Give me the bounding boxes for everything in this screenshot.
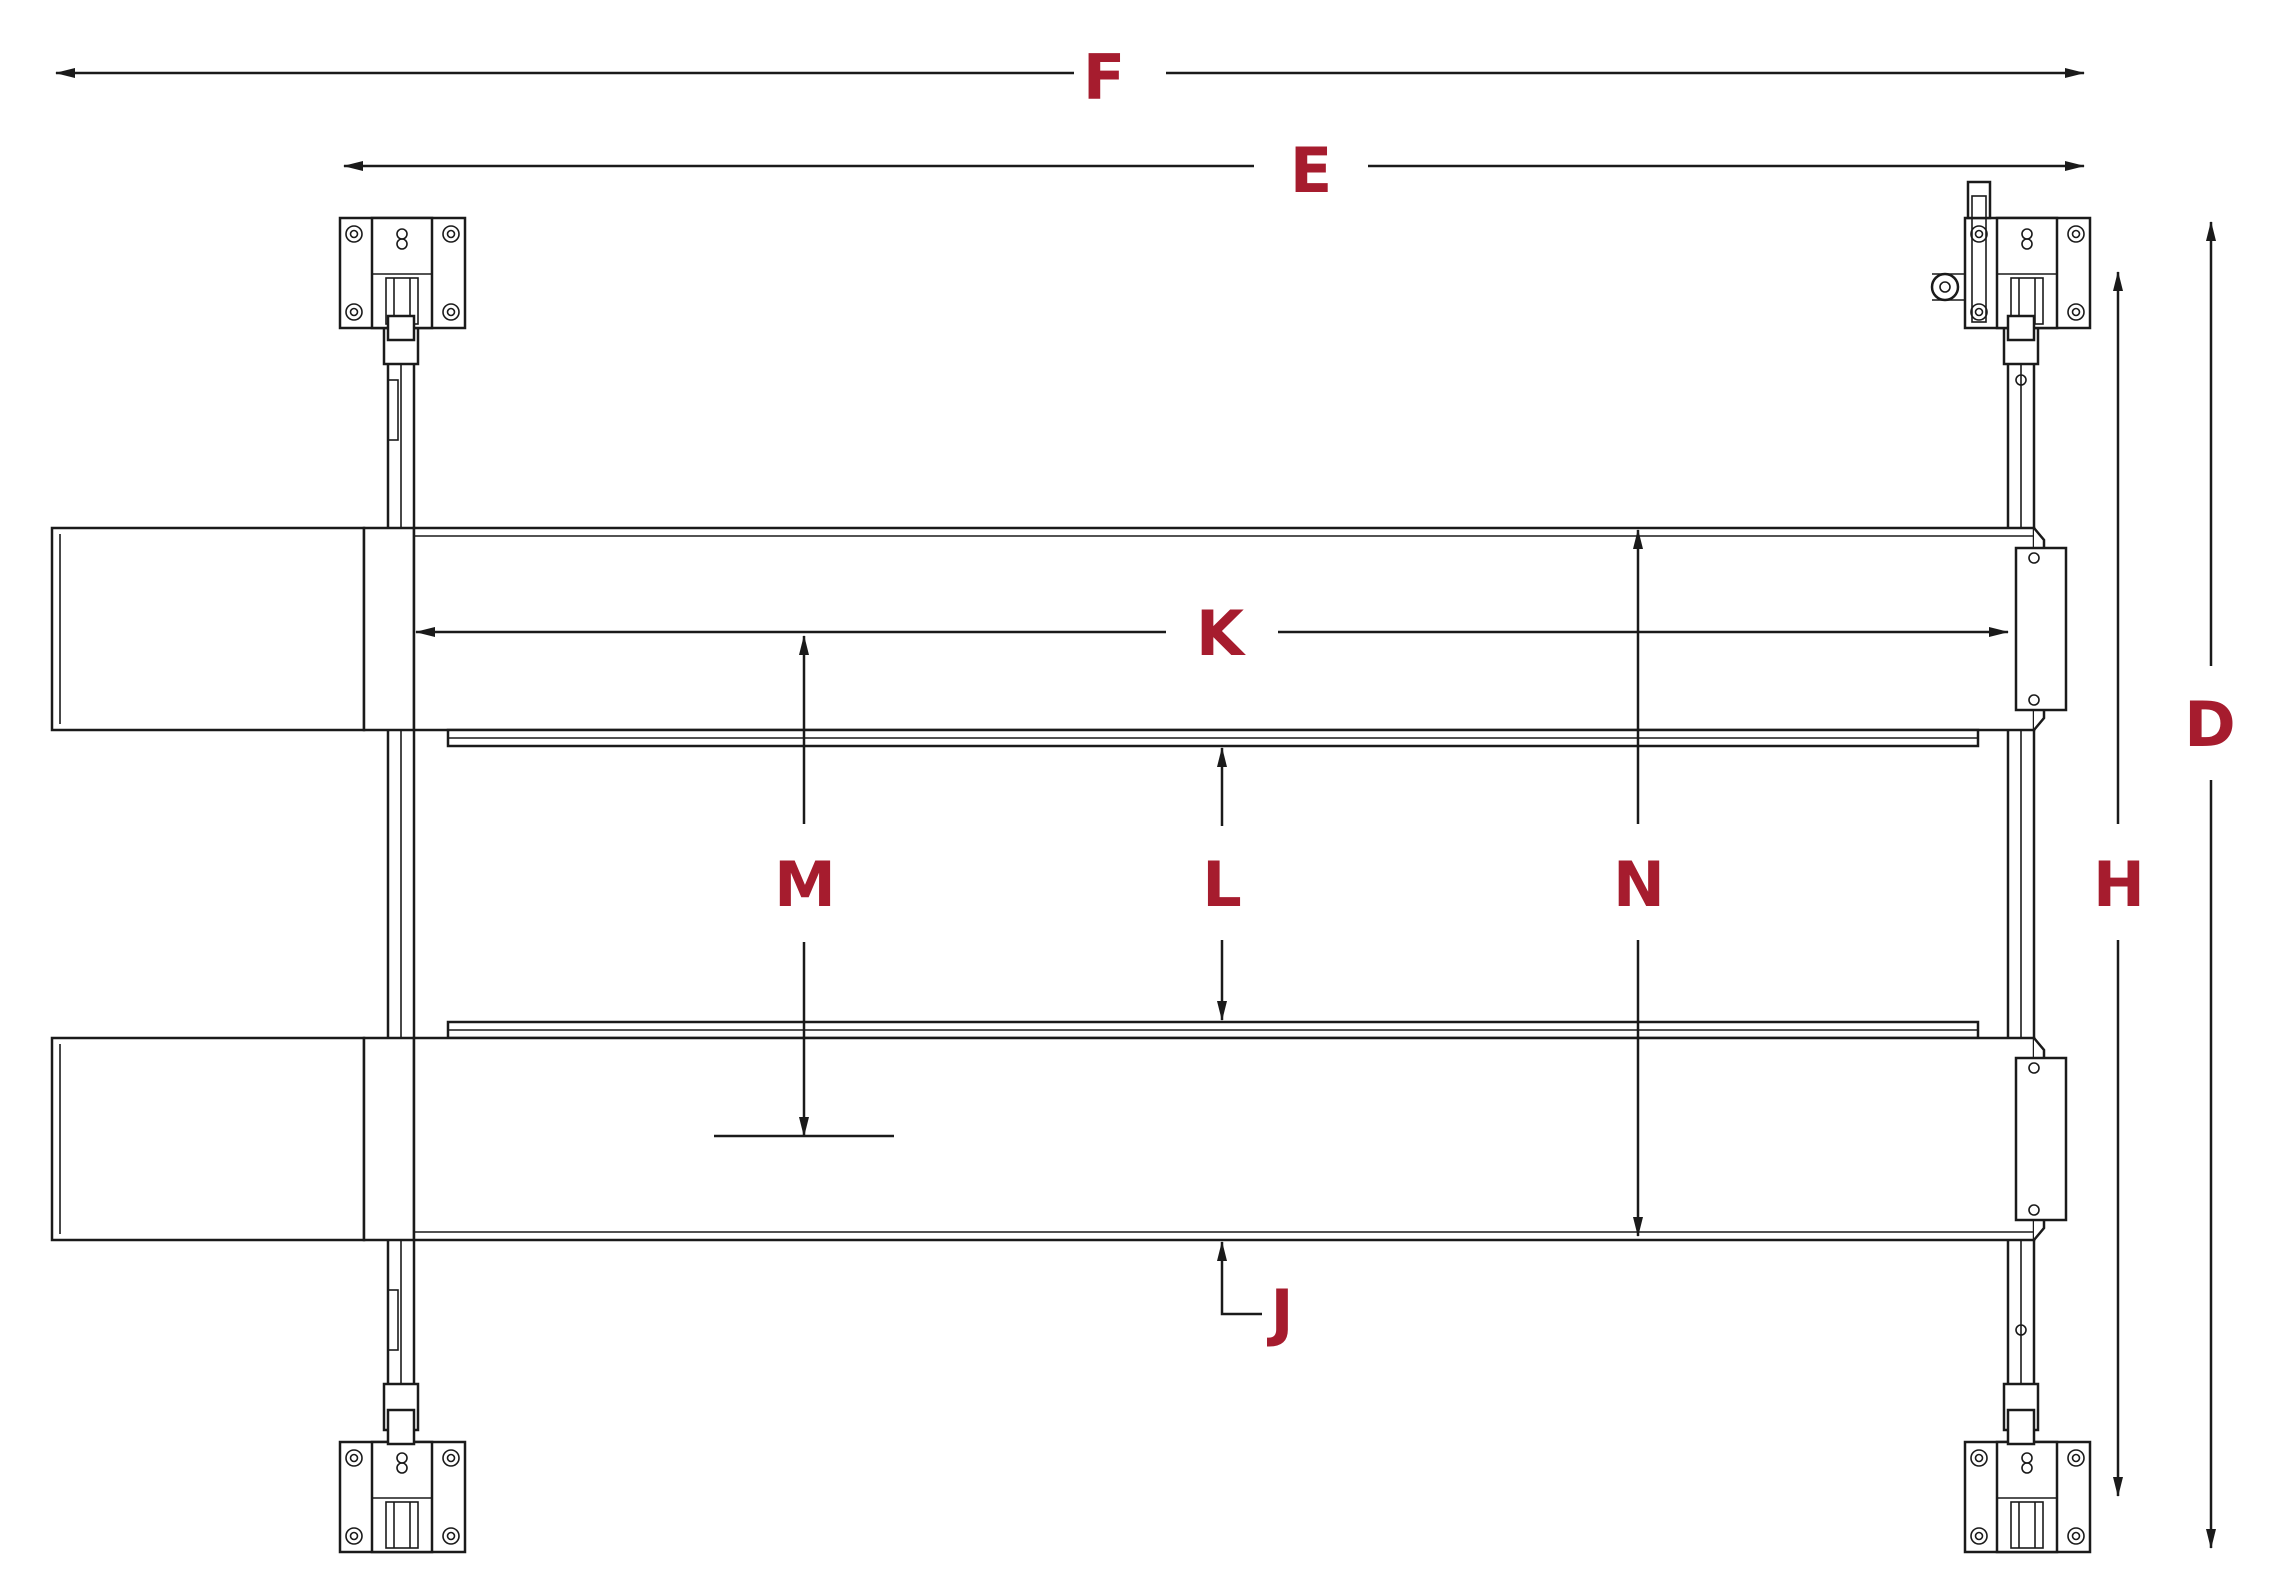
- post-base-bottom-left: [338, 1440, 467, 1554]
- bottom-runway: [50, 1020, 2068, 1242]
- dim-j-leader: [1217, 1241, 1262, 1316]
- lift-structure: [50, 180, 2092, 1554]
- top-runway: [50, 526, 2068, 748]
- label-l: L: [1202, 848, 1242, 921]
- power-unit: [1930, 180, 1992, 323]
- label-m: M: [774, 848, 836, 921]
- label-j: J: [1266, 1276, 1293, 1349]
- label-h: H: [2093, 848, 2145, 921]
- label-k: K: [1196, 597, 1246, 670]
- post-base-bottom-right: [1963, 1440, 2092, 1554]
- post-base-top-right: [1963, 216, 2092, 330]
- dimension-lines: [55, 68, 2216, 1549]
- label-e: E: [1290, 134, 1332, 207]
- label-n: N: [1613, 848, 1665, 921]
- label-f: F: [1083, 41, 1125, 114]
- label-d: D: [2184, 688, 2235, 761]
- left-column: [382, 316, 420, 1432]
- post-base-top-left: [338, 216, 467, 330]
- right-column: [2002, 316, 2040, 1432]
- dimension-labels: F E D H K M L N J: [774, 41, 2236, 1349]
